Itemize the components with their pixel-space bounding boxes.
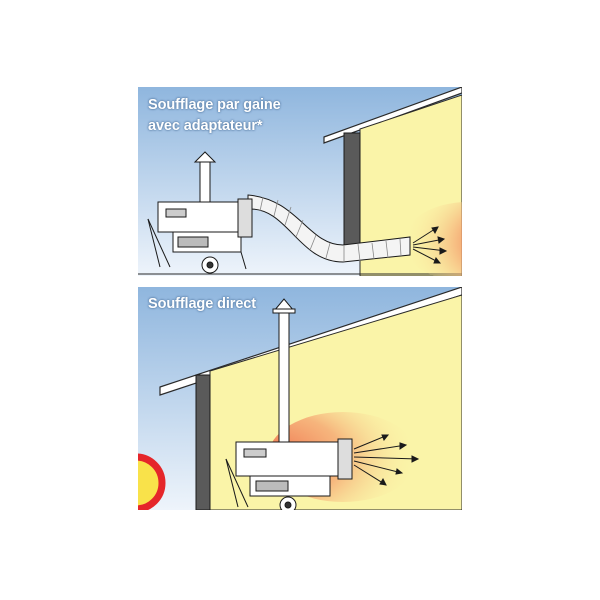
airflow-arrows [412,226,448,264]
heat-glow [403,202,462,276]
caption-direct-blowing: Soufflage direct [148,294,318,315]
wall-edge [343,132,361,254]
airflow-arrows [353,434,420,486]
sun [138,453,166,510]
caption-line-1: Soufflage par gaine [148,97,281,113]
heater [225,438,353,510]
caption-duct-blowing: Soufflage par gaine avec adaptateur* [148,95,318,137]
direct-blowing-illustration [138,287,462,510]
caption-line-2: avec adaptateur* [148,118,263,134]
panel-duct-blowing: Soufflage par gaine avec adaptateur* [138,87,462,276]
duct-blowing-illustration [138,87,462,276]
heater [147,198,253,274]
wall-edge [195,374,211,510]
flexible-duct [247,194,411,263]
roof [323,87,462,144]
panel-direct-blowing: Soufflage direct [138,287,462,510]
caption-line-1: Soufflage direct [148,296,256,312]
